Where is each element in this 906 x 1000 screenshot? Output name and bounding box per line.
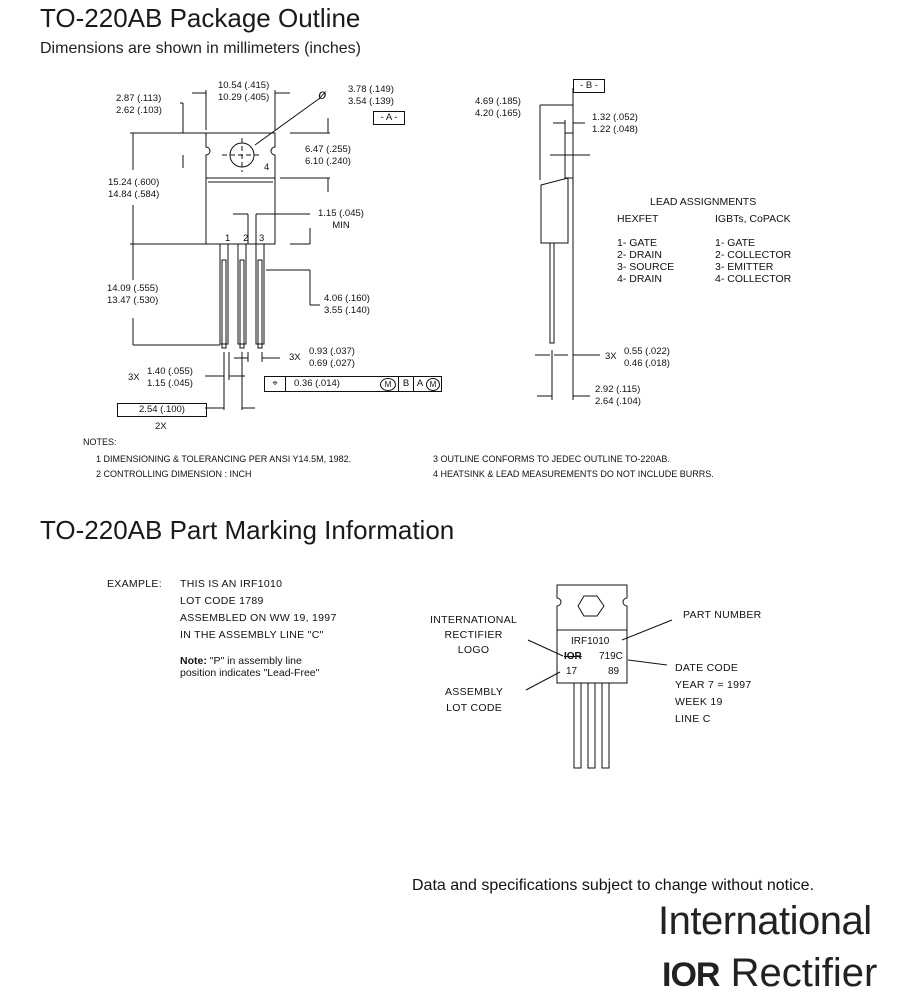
position-icon: ⌖ [265,377,286,391]
example-label: EXAMPLE: [107,578,162,590]
datum-ref-a: A [416,378,424,389]
lead-free-note: Note: "P" in assembly line position indi… [180,655,320,679]
note-4: 4 HEATSINK & LEAD MEASUREMENTS DO NOT IN… [433,469,714,479]
front-view-package [130,90,330,410]
ior-logo-icon: IOR [662,956,720,994]
marking-package [525,584,673,769]
tab-number: 4 [264,162,270,173]
dim-width: 10.54 (.415)10.29 (.405) [218,80,270,103]
datum-a: - A - [373,111,405,125]
dim-lead-shoulder: 4.06 (.160)3.55 (.140) [324,293,370,316]
dim-tab-thickness: 1.32 (.052)1.22 (.048) [592,112,638,135]
pkg-lot-right: 89 [608,666,620,677]
callout-part-number: PART NUMBER [683,609,762,621]
dim-lead-min: 1.15 (.045)MIN [318,208,364,231]
dim-lead-width-prefix: 3X [289,352,301,363]
tolerance-frame: ⌖ 0.36 (.014) M B A M [264,376,442,392]
dim-lead-upper-prefix: 3X [128,372,140,383]
disclaimer: Data and specifications subject to chang… [412,877,815,894]
dim-lead-thickness-prefix: 3X [605,351,617,362]
dim-tab-height: 6.47 (.255)6.10 (.240) [305,144,351,167]
lead-number-3: 3 [259,233,265,244]
side-view-package [535,88,600,400]
dim-lead-width: 0.93 (.037)0.69 (.027) [309,346,355,369]
note-2: 2 CONTROLLING DIMENSION : INCH [96,469,252,479]
marking-title: TO-220AB Part Marking Information [40,515,455,545]
company-logo-international: International [658,899,872,943]
page-subtitle: Dimensions are shown in millimeters (inc… [40,40,361,57]
datum-b: - B - [573,79,605,93]
diameter-icon: ø [318,86,327,102]
pkg-part-number: IRF1010 [571,636,610,647]
pkg-lot-left: 17 [566,666,578,677]
notes-title: NOTES: [83,437,117,447]
lead-assignments-title: LEAD ASSIGNMENTS [650,196,757,208]
company-logo-rectifier: IOR Rectifier [662,951,878,995]
lead-number-1: 1 [225,233,231,244]
page-title: TO-220AB Package Outline [40,3,361,33]
note-3: 3 OUTLINE CONFORMS TO JEDEC OUTLINE TO-2… [433,454,670,464]
dim-lead-offset: 2.92 (.115)2.64 (.104) [595,384,641,407]
dim-tab-edge: 2.87 (.113)2.62 (.103) [116,93,162,116]
pkg-date-code: 719C [599,651,623,662]
mmc-icon: M [380,378,396,391]
dim-body-height: 15.24 (.600)14.84 (.584) [108,177,160,200]
dim-depth: 4.69 (.185)4.20 (.165) [475,96,521,119]
datum-ref-b: B [398,377,414,391]
pkg-logo: IOR [564,651,582,662]
mmc-icon: M [426,378,440,391]
dim-lead-length: 14.09 (.555)13.47 (.530) [107,283,159,306]
dim-pitch: 2.54 (.100) [117,403,207,417]
note-1: 1 DIMENSIONING & TOLERANCING PER ANSI Y1… [96,454,352,464]
dim-lead-thickness: 0.55 (.022)0.46 (.018) [624,346,670,369]
dim-hole: 3.78 (.149)3.54 (.139) [348,84,394,107]
dim-lead-upper: 1.40 (.055)1.15 (.045) [147,366,193,389]
dim-pitch-count: 2X [155,421,167,432]
lead-number-2: 2 [243,233,249,244]
tolerance-value: 0.36 (.014) [294,378,340,389]
